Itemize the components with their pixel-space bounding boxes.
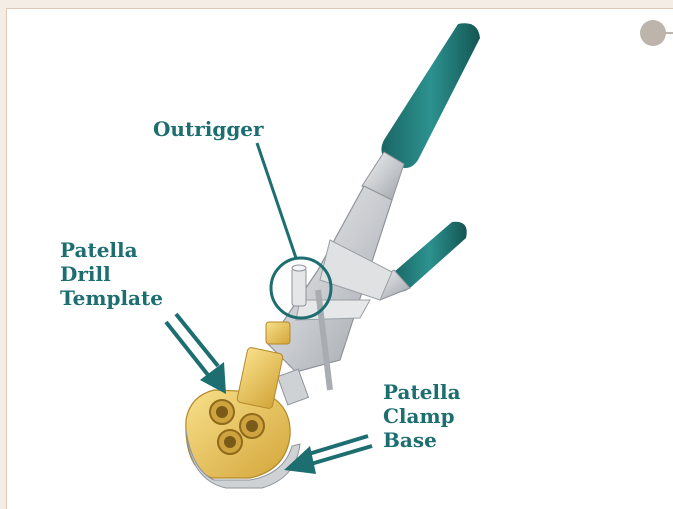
outrigger-callout-line: [257, 143, 296, 258]
clamp-base-label: Patella Clamp Base: [383, 380, 461, 452]
drill-template-label: Patella Drill Template: [60, 238, 163, 310]
upper-handle: [362, 23, 480, 200]
outrigger-label: Outrigger: [153, 117, 264, 141]
drill-template-arrow: [166, 314, 226, 394]
